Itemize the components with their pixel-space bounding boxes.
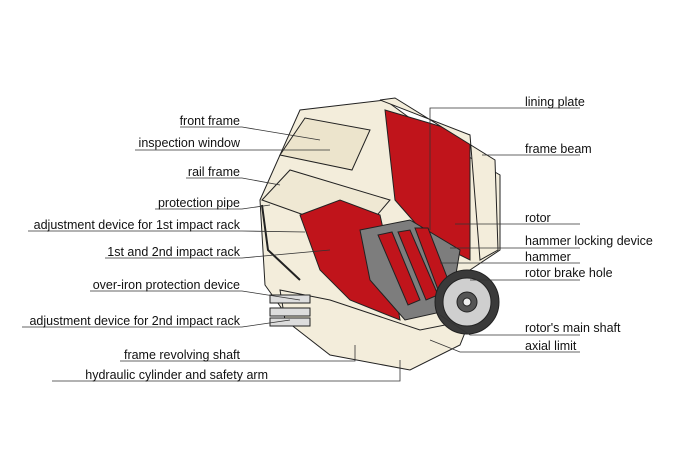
label-adjustment-device-2nd: adjustment device for 2nd impact rack xyxy=(29,314,240,328)
left-callouts xyxy=(22,126,401,382)
label-frame-revolving-shaft: frame revolving shaft xyxy=(124,348,241,362)
crusher-illustration xyxy=(259,97,501,371)
inspection-window xyxy=(279,117,371,171)
protection-pipe xyxy=(261,204,301,281)
frame-beam xyxy=(379,97,499,261)
label-axial-limit: axial limit xyxy=(525,339,577,353)
hydraulic-cylinders xyxy=(269,294,311,327)
label-hammer: hammer xyxy=(525,250,571,264)
label-impact-rack: 1st and 2nd impact rack xyxy=(107,245,240,259)
label-rail-frame: rail frame xyxy=(188,165,240,179)
label-rotor: rotor xyxy=(525,211,551,225)
label-over-iron-protection: over-iron protection device xyxy=(93,278,240,292)
right-labels: lining plate frame beam rotor hammer loc… xyxy=(525,95,653,353)
label-rotor-brake-hole: rotor brake hole xyxy=(525,266,613,280)
right-callouts xyxy=(429,107,580,353)
label-protection-pipe: protection pipe xyxy=(158,196,240,210)
label-hydraulic-cylinder: hydraulic cylinder and safety arm xyxy=(85,368,268,382)
label-adjustment-device-1st: adjustment device for 1st impact rack xyxy=(34,218,241,232)
label-lining-plate: lining plate xyxy=(525,95,585,109)
left-labels: front frame inspection window rail frame… xyxy=(29,114,268,382)
label-inspection-window: inspection window xyxy=(139,136,241,150)
label-frame-beam: frame beam xyxy=(525,142,592,156)
lower-frame xyxy=(279,289,471,371)
label-hammer-locking-device: hammer locking device xyxy=(525,234,653,248)
label-front-frame: front frame xyxy=(180,114,240,128)
hammer-bars xyxy=(377,227,453,306)
label-rotor-main-shaft: rotor's main shaft xyxy=(525,321,621,335)
